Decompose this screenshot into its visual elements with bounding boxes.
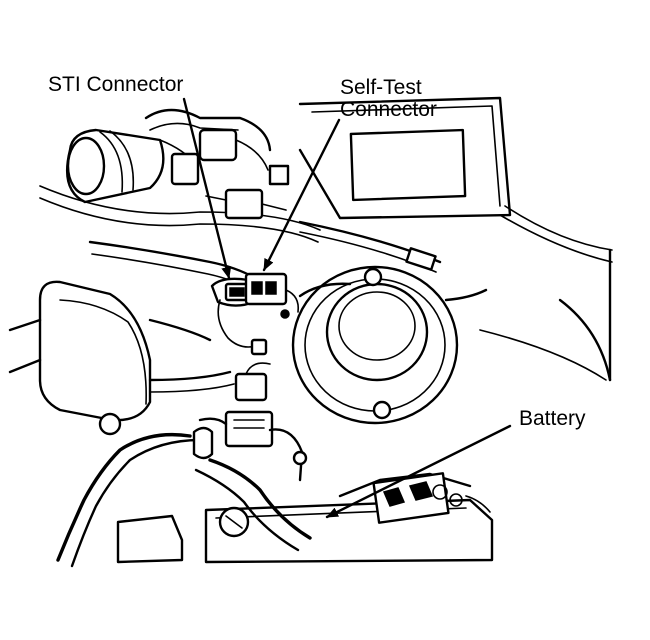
sti-connector-arrow xyxy=(182,97,232,280)
air-cleaner xyxy=(8,280,235,436)
strut-tower xyxy=(291,265,488,425)
diagnostic-connectors xyxy=(210,272,300,356)
callout-arrows xyxy=(182,97,512,519)
hoses xyxy=(56,426,312,568)
battery-label: Battery xyxy=(519,407,586,430)
self-test-connector-arrow xyxy=(262,118,341,272)
firewall-panel xyxy=(298,96,613,382)
self-test-label-line2: Connector xyxy=(340,98,437,121)
self-test-connector-label: Self-Test Connector xyxy=(340,77,437,121)
battery xyxy=(116,472,494,564)
sti-connector-label: STI Connector xyxy=(48,73,184,96)
battery-arrow xyxy=(325,424,512,519)
relay-module xyxy=(198,362,308,482)
self-test-label-line1: Self-Test xyxy=(340,76,422,99)
wiper-motor xyxy=(39,108,321,243)
